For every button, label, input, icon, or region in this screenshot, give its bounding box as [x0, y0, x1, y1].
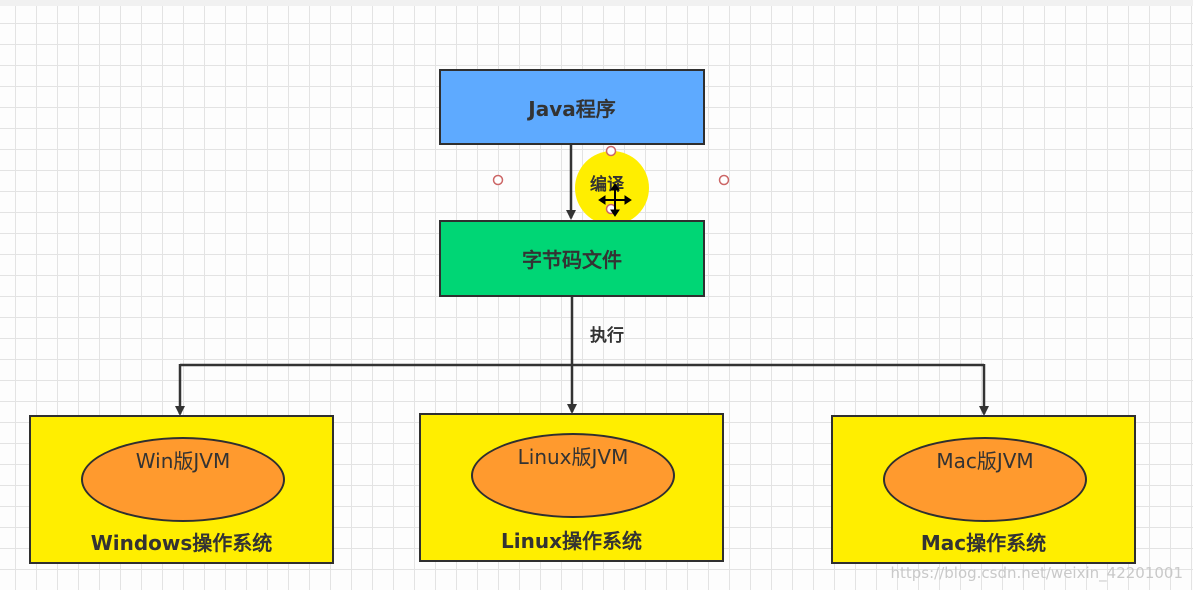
canvas-top-border: [0, 0, 1193, 6]
win-jvm-node[interactable]: Win版JVM: [81, 437, 285, 522]
linux-jvm-node[interactable]: Linux版JVM: [471, 433, 675, 518]
win-jvm-label: Win版JVM: [135, 449, 231, 473]
windows-os-label: Windows操作系统: [90, 531, 273, 555]
windows-os-node[interactable]: Win版JVM Windows操作系统: [29, 415, 334, 564]
mac-os-label: Mac操作系统: [920, 531, 1047, 555]
bytecode-file-node[interactable]: 字节码文件: [439, 220, 705, 297]
selection-handle-icon[interactable]: [492, 174, 504, 186]
linux-jvm-label: Linux版JVM: [517, 445, 629, 469]
java-program-label: Java程序: [528, 96, 616, 121]
move-cursor-icon: [598, 183, 632, 217]
mac-jvm-node[interactable]: Mac版JVM: [883, 437, 1087, 522]
java-program-node[interactable]: Java程序: [439, 69, 705, 145]
mac-os-node[interactable]: Mac版JVM Mac操作系统: [831, 415, 1136, 564]
selection-handle-icon[interactable]: [718, 174, 730, 186]
linux-os-label: Linux操作系统: [501, 529, 642, 553]
selection-handle-icon[interactable]: [605, 145, 617, 157]
bytecode-file-label: 字节码文件: [522, 248, 622, 272]
mac-jvm-label: Mac版JVM: [936, 449, 1034, 473]
execute-edge-label[interactable]: 执行: [590, 326, 624, 346]
watermark-text: https://blog.csdn.net/weixin_42201001: [890, 564, 1183, 582]
linux-os-node[interactable]: Linux版JVM Linux操作系统: [419, 413, 724, 562]
